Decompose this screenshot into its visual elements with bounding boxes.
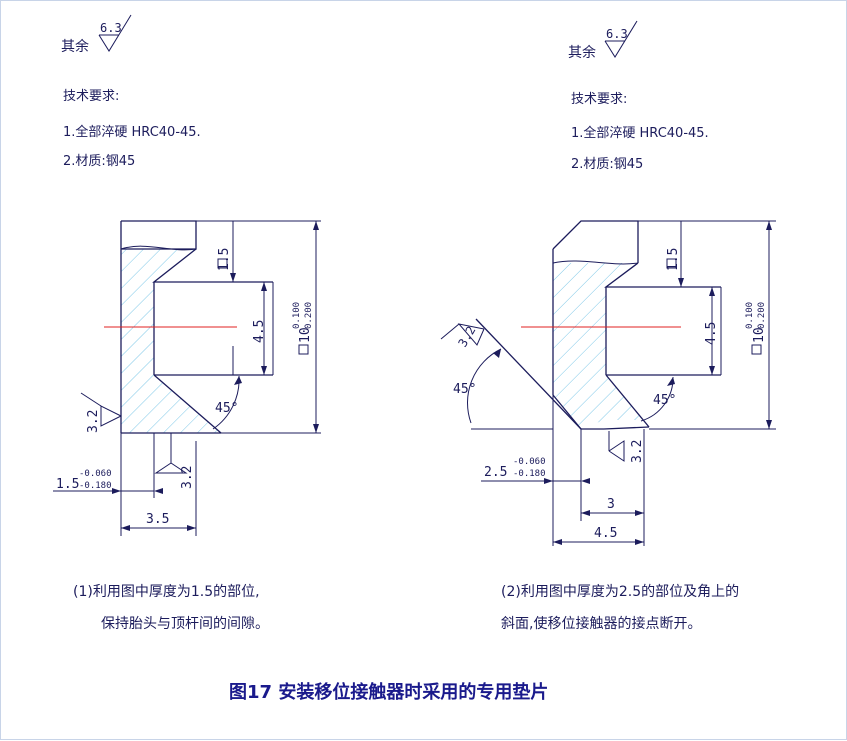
left-dim-total: 10 [298,327,313,343]
left-square-total-icon [298,344,309,355]
right-req-2: 2.材质:钢45 [571,157,643,172]
right-dim-total-upper: 0.100 [745,302,755,329]
left-dim-total-lower: 0.200 [304,302,314,329]
left-part-outline [104,220,273,434]
left-req-1: 1.全部淬硬 HRC40-45. [63,124,201,140]
left-req-2: 2.材质:钢45 [63,154,135,169]
left-dim-width: 3.5 [146,512,169,527]
left-square-icon [217,258,228,269]
left-dim-total-upper: 0.100 [292,302,302,329]
left-rough-left: 3.2 [86,410,101,433]
left-rough-left-icon [80,392,122,427]
right-rough-bottom: 3.2 [630,440,645,463]
left-dim-mid: 4.5 [252,320,267,343]
right-req-1: 1.全部淬硬 HRC40-45. [571,125,709,141]
right-dim-thick-lower: -0.180 [513,469,546,479]
right-rough-bottom-icon [608,431,625,462]
left-dim-thick-lower: -0.180 [79,481,112,491]
right-angle-left: 45° [453,382,476,397]
right-dim-thick: 2.5 [484,465,507,480]
right-dim-mid: 4.5 [704,322,719,345]
left-rough-bottom-icon [154,433,188,474]
right-roughness-symbol-icon [604,20,638,58]
right-roughness-value: 6.3 [606,27,628,41]
right-square-icon [666,258,677,269]
right-dimensions [471,220,776,430]
left-rough-bottom: 3.2 [180,466,195,489]
left-dim-thick: 1.5 [56,477,79,492]
left-angle: 45° [215,401,238,416]
left-roughness-label: 其余 [61,38,89,55]
right-roughness-label: 其余 [568,44,596,61]
right-dim-total-lower: 0.200 [757,302,767,329]
right-angle-right: 45° [653,393,676,408]
left-drawing: 其余 6.3 技术要求: 1.全部淬硬 HRC40-45. 2.材质:钢45 [53,14,321,632]
right-angle-left-arc [467,348,502,424]
right-rough-slope-icon [440,323,485,346]
right-note-1: (2)利用图中厚度为2.5的部位及角上的 [501,584,739,600]
right-part-outline [475,220,721,430]
figure-caption: 图17 安装移位接触器时采用的专用垫片 [229,681,548,703]
right-drawing: 其余 6.3 技术要求: 1.全部淬硬 HRC40-45. 2.材质:钢45 [440,20,776,632]
left-tech-heading: 技术要求: [63,89,119,104]
right-dim-inner: 3 [607,497,615,512]
left-note-1: (1)利用图中厚度为1.5的部位, [73,584,260,600]
left-dimensions [196,220,321,434]
left-roughness-value: 6.3 [100,21,122,35]
left-roughness-symbol-icon [98,14,132,52]
right-dim-width: 4.5 [594,526,617,541]
right-dim-total: 10 [752,327,767,343]
left-note-2: 保持胎头与顶杆间的间隙。 [101,616,269,632]
left-dim-thick-upper: -0.060 [79,469,112,479]
right-note-2: 斜面,使移位接触器的接点断开。 [501,615,701,632]
right-square-total-icon [751,344,762,355]
right-tech-heading: 技术要求: [571,92,627,107]
right-dim-thick-upper: -0.060 [513,457,546,467]
